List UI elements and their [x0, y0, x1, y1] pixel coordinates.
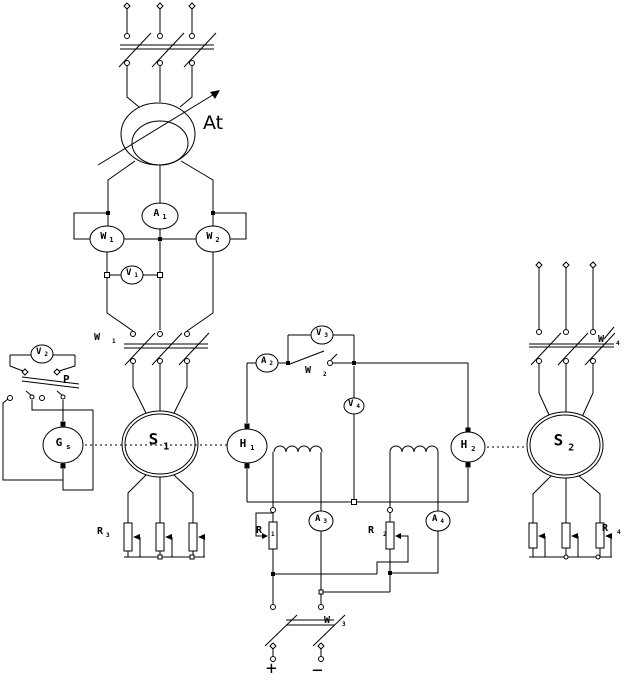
field-winding-1: [273, 445, 323, 453]
autotransformer-label: At: [203, 112, 224, 134]
rheostat-r3-bank: [123, 522, 205, 560]
rheostat-r4-bank: [528, 522, 612, 560]
knife-switch-w1: [124, 331, 210, 414]
dc-plus-label: +: [266, 658, 277, 679]
autotransformer-symbol: [97, 90, 220, 213]
machine-g-symbol: [2, 398, 94, 491]
excitation-circuit: [226, 325, 486, 610]
voltmeter-v1-symbol: [120, 265, 144, 285]
voltmeter-v2-symbol: [30, 344, 54, 364]
metering-section: [73, 202, 247, 332]
rheostat-r1-symbol: [268, 521, 278, 550]
three-phase-supply-right: [529, 261, 616, 418]
exciter-h1-symbol: [226, 428, 268, 464]
voltmeter-v3-symbol: [310, 325, 334, 345]
machine-s2-symbol: [526, 411, 604, 479]
dc-minus-label: −: [312, 660, 323, 680]
switch-p-group: [7, 344, 80, 401]
rheostat-r2-symbol: [385, 521, 395, 550]
voltmeter-v4-symbol: [343, 397, 365, 415]
knife-switch-w3: [264, 614, 346, 662]
switch-p-label: P: [63, 373, 70, 386]
ammeter-a1-symbol: [141, 202, 179, 230]
field-winding-2: [389, 445, 439, 453]
wattmeter-w1-symbol: [89, 225, 125, 253]
wattmeter-w2-symbol: [195, 225, 231, 253]
ammeter-a2-symbol: [255, 353, 279, 373]
machine-s1-symbol: [121, 410, 199, 478]
three-phase-supply-top: [118, 2, 217, 108]
